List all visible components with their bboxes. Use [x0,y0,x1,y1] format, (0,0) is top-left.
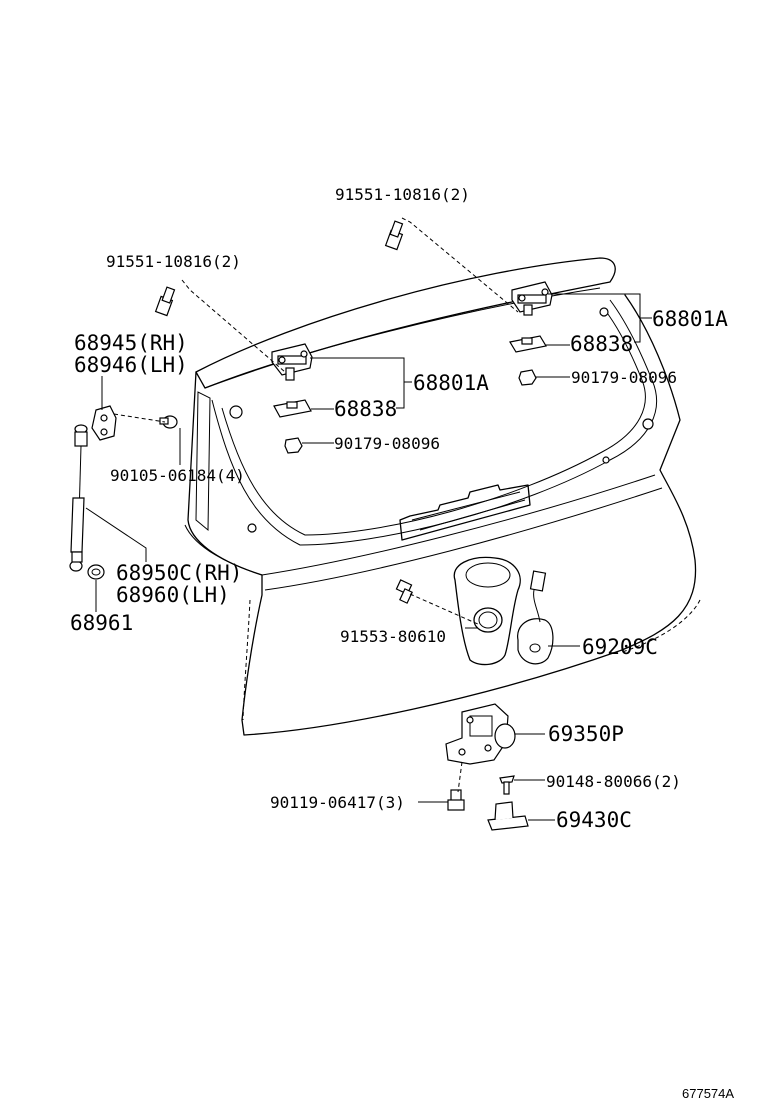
lock-screw [499,775,515,795]
shim-left [273,399,312,418]
label-lock-screw: 90148-80066(2) [546,772,681,791]
label-nut-left: 90179-08096 [334,434,440,453]
label-lock-assy: 69350P [548,722,624,746]
label-strut-cushion: 68961 [70,611,133,635]
bolt-top-right [384,220,404,251]
label-bracket-rh: 68945(RH) [74,331,188,355]
opener-switch [517,570,554,665]
label-strut-rh: 68950C(RH) [116,561,242,585]
label-switch-screw: 91553-80610 [340,627,446,646]
label-striker: 69430C [556,808,632,832]
label-bolt-top-left: 91551-10816(2) [106,252,241,271]
label-bolt-top-right: 91551-10816(2) [335,185,470,204]
bolt-top-left [154,286,176,317]
label-bracket-lh: 68946(LH) [74,353,188,377]
shim-right [509,335,547,353]
hinge-left [271,343,313,381]
lock-bolt [447,789,465,811]
nut-left [284,437,303,454]
label-shim-left: 68838 [334,397,397,421]
back-door-panel [184,257,701,736]
license-garnish [453,556,521,666]
label-shim-right: 68838 [570,332,633,356]
label-hinge-right: 68801A [652,307,728,331]
label-strut-lh: 68960(LH) [116,583,230,607]
strut-bracket [91,405,117,441]
leader-lines [85,217,652,821]
switch-screw [395,579,413,604]
gas-strut [69,424,88,572]
bracket-bolt [159,415,178,429]
striker [487,801,529,831]
label-bracket-bolt: 90105-06184(4) [110,466,245,485]
label-lock-bolt: 90119-06417(3) [270,793,405,812]
label-nut-right: 90179-08096 [571,368,677,387]
nut-right [518,369,537,386]
part-labels: 91551-10816(2) 91551-10816(2) 68801A 688… [70,185,734,1101]
strut-cushion [87,564,105,580]
label-opener-switch: 69209C [582,635,658,659]
lock-assy [445,703,516,765]
hinge-right [511,281,553,316]
label-hinge-left: 68801A [413,371,489,395]
label-diagram-id: 677574A [682,1086,734,1101]
